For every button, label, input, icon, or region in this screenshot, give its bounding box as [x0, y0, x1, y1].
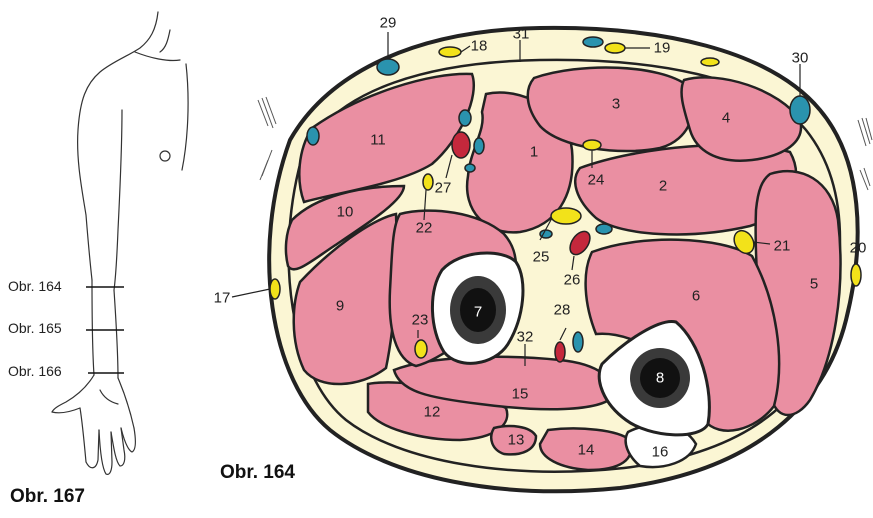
- vein-19a: [583, 37, 603, 47]
- nerve-23: [415, 340, 427, 358]
- label-1: 1: [530, 144, 538, 161]
- label-10: 10: [337, 204, 354, 221]
- label-16: 16: [652, 444, 669, 461]
- label-17: 17: [214, 290, 231, 307]
- label-26: 26: [564, 272, 581, 289]
- label-13: 13: [508, 432, 525, 449]
- label-21: 21: [774, 238, 791, 255]
- section-figure-caption: Obr. 164: [220, 462, 295, 484]
- label-25: 25: [533, 249, 550, 266]
- label-5: 5: [810, 276, 818, 293]
- nerve-18: [439, 47, 461, 57]
- vein-28: [573, 332, 583, 352]
- nerve-22: [423, 174, 433, 190]
- label-27: 27: [435, 180, 452, 197]
- level-label-164: Obr. 164: [8, 278, 62, 294]
- label-31: 31: [513, 26, 530, 43]
- vein-27a: [459, 110, 471, 126]
- nerve-25: [551, 208, 581, 224]
- label-6: 6: [692, 288, 700, 305]
- label-7: 7: [474, 304, 482, 321]
- label-8: 8: [656, 370, 664, 387]
- label-12: 12: [424, 404, 441, 421]
- level-label-166: Obr. 166: [8, 363, 62, 379]
- label-15: 15: [512, 386, 529, 403]
- nerve-20: [851, 264, 861, 286]
- vein-side: [307, 127, 319, 145]
- label-23: 23: [412, 312, 429, 329]
- label-28: 28: [554, 302, 571, 319]
- label-14: 14: [578, 442, 595, 459]
- label-20: 20: [850, 240, 867, 257]
- vein-27b: [474, 138, 484, 154]
- arm-figure-caption: Obr. 167: [10, 486, 85, 508]
- label-18: 18: [471, 38, 488, 55]
- artery-28: [555, 342, 565, 362]
- forearm-cross-section: 1 2 3 4 5 6 7 8 9 10 11 12 13 14 15 16 1…: [200, 0, 873, 518]
- label-30: 30: [792, 50, 809, 67]
- artery-27: [452, 132, 470, 158]
- vein-27c: [465, 164, 475, 172]
- label-3: 3: [612, 96, 620, 113]
- label-22: 22: [416, 220, 433, 237]
- nerve-19: [605, 43, 625, 53]
- nerve-17: [270, 279, 280, 299]
- nerve-24: [583, 140, 601, 150]
- label-24: 24: [588, 172, 605, 189]
- label-19: 19: [654, 40, 671, 57]
- level-label-165: Obr. 165: [8, 320, 62, 336]
- nerve-19b: [701, 58, 719, 66]
- label-32: 32: [517, 329, 534, 346]
- label-9: 9: [336, 298, 344, 315]
- label-2: 2: [659, 178, 667, 195]
- label-29: 29: [380, 15, 397, 32]
- vein-30: [790, 96, 810, 124]
- label-4: 4: [722, 110, 730, 127]
- vein-29: [377, 59, 399, 75]
- label-11: 11: [370, 132, 386, 149]
- vein-26a: [596, 224, 612, 234]
